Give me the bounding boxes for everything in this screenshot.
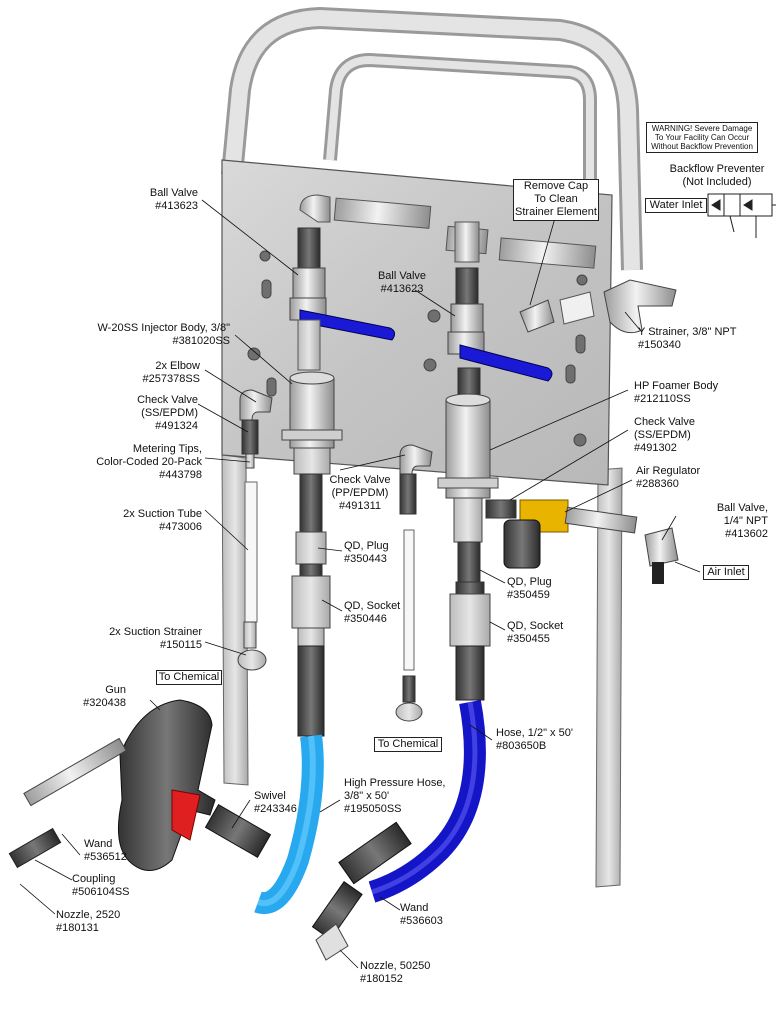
label-y-strainer: Y Strainer, 3/8" NPT#150340 <box>638 326 737 351</box>
label-nozzle-2520: Nozzle, 2520#180131 <box>56 909 121 934</box>
hp-foamer-body <box>437 393 499 583</box>
label-coupling: Coupling#506104SS <box>72 873 130 898</box>
label-injector-body: W-20SS Injector Body, 3/8"#381020SS <box>97 322 230 347</box>
label-suction-tube: 2x Suction Tube#473006 <box>123 508 202 533</box>
cart-legs <box>221 454 623 888</box>
label-gun: Gun#320438 <box>83 684 126 709</box>
label-hose-half: Hose, 1/2" x 50'#803650B <box>496 727 573 752</box>
label-check-valve-center: Check Valve(PP/EPDM)#491311 <box>329 474 391 512</box>
water-inlet-box: Water Inlet <box>645 198 707 213</box>
air-regulator-assembly <box>485 499 679 584</box>
air-inlet-box: Air Inlet <box>703 565 749 580</box>
label-qd-plug-right: QD, Plug#350459 <box>507 576 552 601</box>
label-hp-foamer: HP Foamer Body#212110SS <box>634 380 719 405</box>
label-suction-strainer: 2x Suction Strainer#150115 <box>109 626 202 651</box>
label-wand-right: Wand#536603 <box>400 902 443 927</box>
label-check-valve-right: Check Valve(SS/EPDM)#491302 <box>634 416 695 454</box>
label-air-regulator: Air Regulator#288360 <box>636 465 701 490</box>
label-hp-hose: High Pressure Hose,3/8" x 50'#195050SS <box>344 777 446 815</box>
to-chemical-center-box: To Chemical <box>374 737 442 752</box>
center-suction-assembly <box>395 444 433 722</box>
leader-lines <box>19 199 701 969</box>
cart-handle <box>221 6 643 271</box>
right-wand <box>311 821 412 961</box>
label-qd-socket-left: QD, Socket#350446 <box>344 600 401 625</box>
left-suction-assembly <box>237 389 273 671</box>
label-qd-socket-right: QD, Socket#350455 <box>507 620 564 645</box>
label-swivel: Swivel#243346 <box>254 790 297 815</box>
label-qd-plug-left: QD, Plug#350443 <box>344 540 389 565</box>
left-riser <box>289 227 396 371</box>
label-check-valve-left: Check Valve(SS/EPDM)#491324 <box>137 394 198 432</box>
label-wand-left: Wand#536512 <box>84 838 127 863</box>
injector-body <box>281 371 343 533</box>
label-ball-valve-quarter: Ball Valve,1/4" NPT#413602 <box>716 502 768 540</box>
label-backflow: Backflow Preventer(Not Included) <box>669 163 765 188</box>
top-manifold <box>299 194 597 269</box>
label-metering-tips: Metering Tips,Color-Coded 20-Pack#443798 <box>96 443 202 481</box>
right-qd-hose <box>368 581 491 903</box>
label-ball-valve-left: Ball Valve#413623 <box>149 187 198 212</box>
y-strainer <box>519 279 677 334</box>
to-chemical-left-box: To Chemical <box>156 670 222 685</box>
label-nozzle-50250: Nozzle, 50250#180152 <box>360 960 431 985</box>
label-ball-valve-center: Ball Valve#413623 <box>377 270 427 295</box>
spray-gun <box>8 699 272 871</box>
left-qd-hose <box>254 531 331 915</box>
backflow-preventer-symbol <box>707 193 776 238</box>
label-elbow: 2x Elbow#257378SS <box>142 360 201 385</box>
